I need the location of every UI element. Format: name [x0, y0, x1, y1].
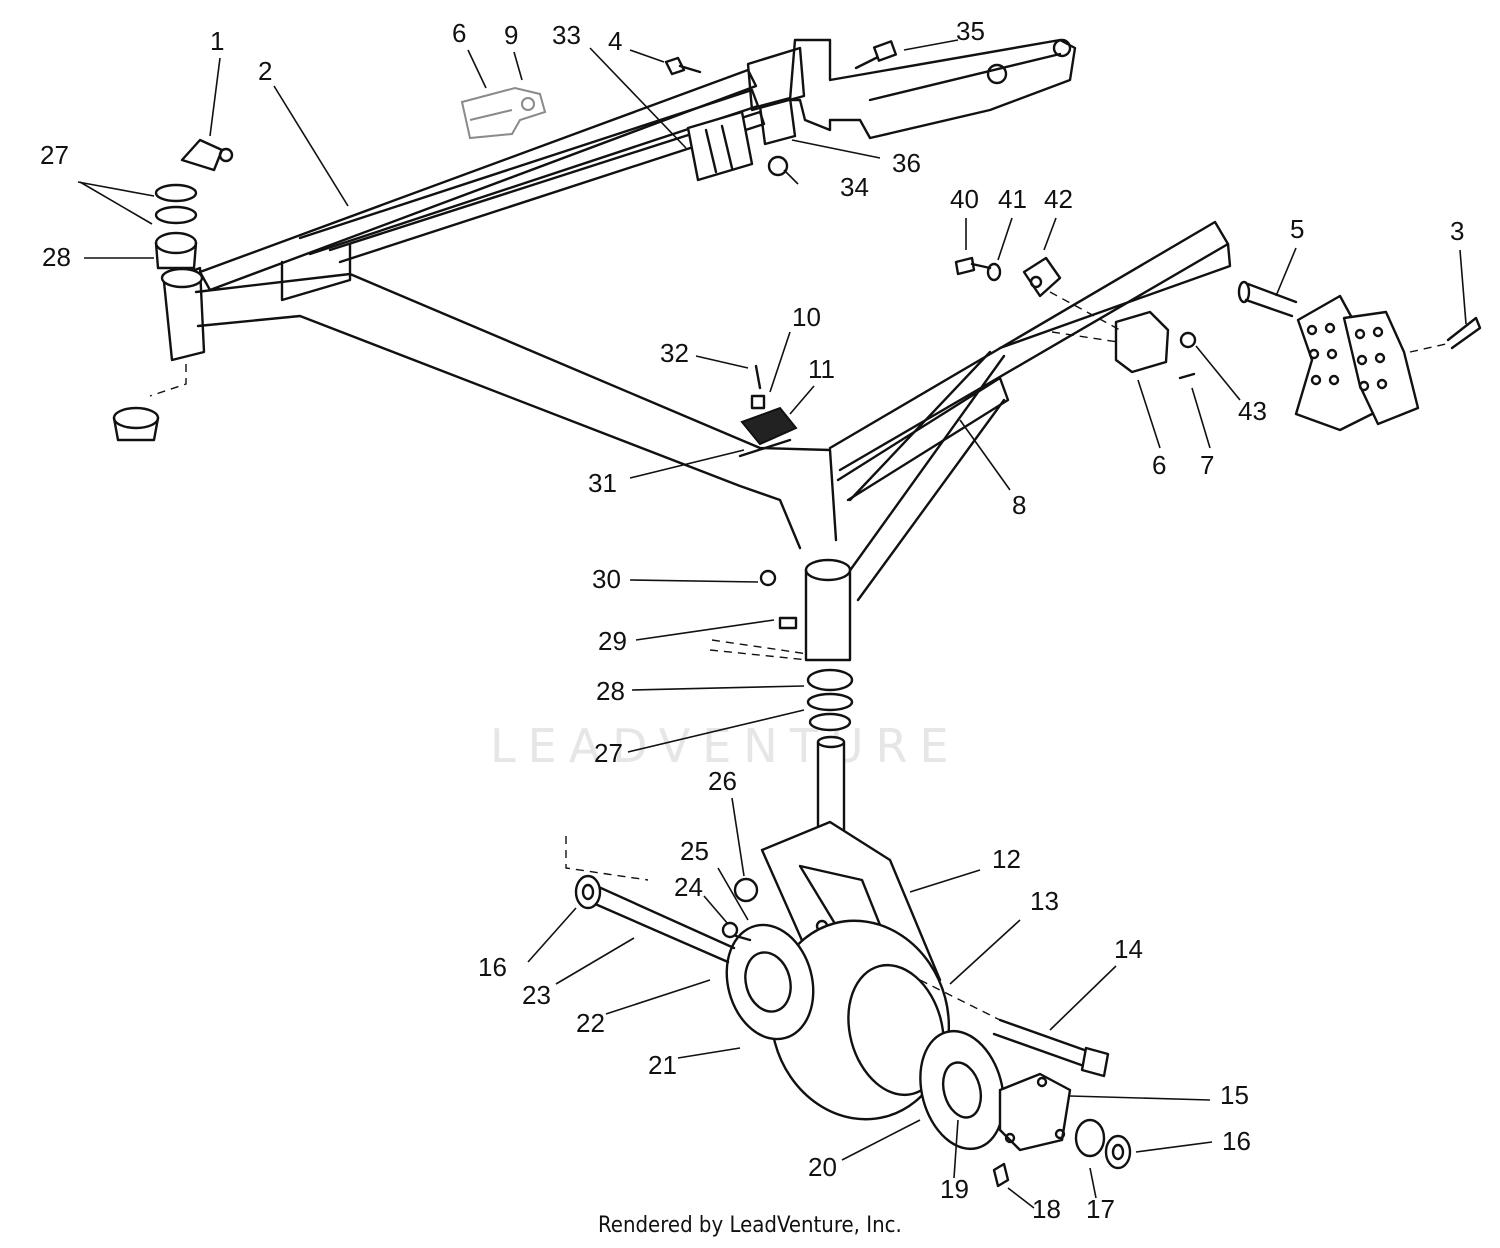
callout-33: 33: [552, 20, 581, 50]
hitch-plate-assembly: [746, 38, 1077, 146]
part-33-bumper-block: [686, 110, 754, 182]
grease-zerk-18: [992, 1162, 1010, 1188]
lower-bushings: [806, 668, 854, 732]
callout-34: 34: [840, 172, 869, 202]
part-6-9-bracket: [460, 86, 547, 140]
callout-42: 42: [1044, 184, 1073, 214]
callout-21: 21: [648, 1050, 677, 1080]
callout-10: 10: [792, 302, 821, 332]
callout-36: 36: [892, 148, 921, 178]
plate-holes: [1306, 322, 1388, 392]
wheel-hub-19: [919, 1029, 1005, 1151]
fasteners-29-30: [759, 569, 798, 630]
callout-26: 26: [708, 766, 737, 796]
callout-43: 43: [1238, 396, 1267, 426]
front-spindle-tube: [804, 558, 852, 662]
callout-28-bottom: 28: [596, 676, 625, 706]
callout-18: 18: [1032, 1194, 1061, 1224]
callout-29: 29: [598, 626, 627, 656]
hair-pin-clip-3: [1409, 316, 1482, 353]
callout-3: 3: [1450, 216, 1464, 246]
callout-9: 9: [504, 20, 518, 50]
callout-17: 17: [1086, 1194, 1115, 1224]
callout-5: 5: [1290, 214, 1304, 244]
explode-lines: [565, 639, 1001, 1021]
spacer-17: [1074, 1118, 1106, 1158]
bolt-4: [664, 56, 702, 76]
callout-32: 32: [660, 338, 689, 368]
callout-7: 7: [1200, 450, 1214, 480]
callout-19: 19: [940, 1174, 969, 1204]
axle-23: [574, 874, 736, 964]
caster-wheel: [725, 919, 951, 1121]
hitch-pin-5: [1237, 280, 1298, 318]
callout-40: 40: [950, 184, 979, 214]
callout-6-top: 6: [452, 18, 466, 48]
render-credit: Rendered by LeadVenture, Inc.: [598, 1213, 902, 1238]
nut-34: [767, 155, 789, 177]
fittings: [721, 877, 759, 942]
leader-lines: [77, 39, 1467, 1209]
callout-27-bottom: 27: [594, 738, 623, 768]
callout-41: 41: [998, 184, 1027, 214]
watermark: LEADVENTURE: [490, 719, 961, 773]
right-bracket-hardware: [954, 256, 1197, 380]
callouts: 1 2 3 4 5 6 6 7 8 9 10 11 12 13 14 15 16…: [40, 16, 1464, 1224]
callout-20: 20: [808, 1152, 837, 1182]
bearing-flange-15: [998, 1072, 1072, 1152]
axle-bolt-14: [992, 1018, 1110, 1078]
left-caster-spindle: [112, 183, 206, 442]
callout-16-right: 16: [1222, 1126, 1251, 1156]
callout-25: 25: [680, 836, 709, 866]
callout-16-left: 16: [478, 952, 507, 982]
callout-28-top: 28: [42, 242, 71, 272]
callout-30: 30: [592, 564, 621, 594]
callout-23: 23: [522, 980, 551, 1010]
hitch-plates: [1294, 294, 1420, 432]
washer-16-right: [1104, 1134, 1132, 1170]
main-axle-frame: [194, 220, 1232, 602]
center-plate-hardware: [738, 364, 798, 458]
callout-6-right: 6: [1152, 450, 1166, 480]
callout-11: 11: [808, 354, 835, 384]
callout-4: 4: [608, 26, 622, 56]
bolt-35: [854, 40, 898, 70]
callout-15: 15: [1220, 1080, 1249, 1110]
part-1-clip: [180, 138, 234, 172]
callout-31: 31: [588, 468, 617, 498]
callout-22: 22: [576, 1008, 605, 1038]
callout-1: 1: [210, 26, 224, 56]
callout-12: 12: [992, 844, 1021, 874]
callout-27-top: 27: [40, 140, 69, 170]
callout-8: 8: [1012, 490, 1026, 520]
callout-24: 24: [674, 872, 703, 902]
callout-2: 2: [258, 56, 272, 86]
callout-13: 13: [1030, 886, 1059, 916]
callout-35: 35: [956, 16, 985, 46]
callout-14: 14: [1114, 934, 1143, 964]
